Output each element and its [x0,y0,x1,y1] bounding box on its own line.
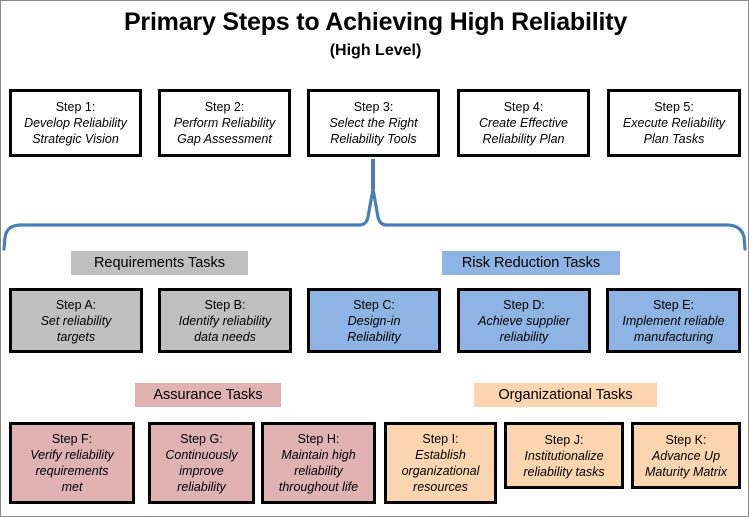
step-box-j-label: Step J: [544,432,584,447]
step-box-a-line-1: Set reliability [40,313,112,328]
brace-connector [2,159,747,251]
step-box-k-line-1: Advance Up [651,448,721,463]
step-box-i-line-1: Establish [415,448,466,462]
step-box-h[interactable]: Step H: Maintain high reliability throug… [261,422,376,504]
step-box-c-line-2: Reliability [347,329,401,344]
step-box-f[interactable]: Step F: Verify reliability requirements … [9,422,135,504]
step-box-3-line-2: Reliability Tools [330,132,417,146]
step-box-4-line-2: Reliability Plan [482,132,565,146]
step-box-4-line-1: Create Effective [479,116,568,130]
step-box-d-line-1: Achieve supplier [478,313,570,328]
category-label-assurance-tasks: Assurance Tasks [135,383,281,407]
step-box-h-line-1: Maintain high [281,448,356,462]
step-box-b-line-1: Identify reliability [178,313,272,328]
step-box-2-line-2: Gap Assessment [177,132,272,146]
step-box-e-line-1: Implement reliable [622,313,725,328]
step-box-a[interactable]: Step A: Set reliability targets [9,288,143,353]
category-label-assurance-tasks-text: Assurance Tasks [153,387,263,403]
step-box-g-line-1: Continuously [165,448,238,462]
step-box-g[interactable]: Step G: Continuously improve reliability [148,422,255,504]
step-box-f-line-3: met [61,480,83,494]
category-label-organizational-tasks-text: Organizational Tasks [498,387,633,403]
step-box-d[interactable]: Step D: Achieve supplier reliability [457,288,591,353]
step-box-f-label: Step F: [51,432,93,446]
step-box-b[interactable]: Step B: Identify reliability data needs [158,288,292,353]
step-box-5[interactable]: Step 5: Execute Reliability Plan Tasks [607,89,741,157]
step-box-j-line-2: reliability tasks [523,464,605,479]
step-box-e[interactable]: Step E: Implement reliable manufacturing [606,288,741,353]
step-box-h-label: Step H: [297,432,340,446]
step-box-i-line-3: resources [413,480,468,494]
step-box-3-line-1: Select the Right [329,116,418,130]
step-box-4[interactable]: Step 4: Create Effective Reliability Pla… [457,89,590,157]
step-box-c[interactable]: Step C: Design-in Reliability [307,288,441,353]
step-box-a-line-2: targets [56,329,96,344]
step-box-1-line-2: Strategic Vision [32,132,119,146]
category-label-requirements-tasks: Requirements Tasks [71,251,248,275]
step-box-2-label: Step 2: [204,100,245,114]
step-box-i-label: Step I: [422,432,459,446]
step-box-1[interactable]: Step 1: Develop Reliability Strategic Vi… [9,89,142,157]
step-box-4-label: Step 4: [503,100,544,114]
step-box-1-line-1: Develop Reliability [24,116,127,130]
step-box-f-line-1: Verify reliability [30,448,114,462]
step-box-k[interactable]: Step K: Advance Up Maturity Matrix [631,422,741,489]
step-box-e-line-2: manufacturing [633,329,714,344]
category-label-organizational-tasks: Organizational Tasks [474,383,657,407]
step-box-h-line-2: reliability [294,464,343,478]
step-box-e-label: Step E: [653,297,694,312]
step-box-d-line-2: reliability [499,329,549,344]
step-box-5-line-1: Execute Reliability [622,116,726,130]
category-label-risk-reduction-tasks-text: Risk Reduction Tasks [461,255,601,271]
step-box-3-label: Step 3: [353,100,394,114]
step-box-c-line-1: Design-in [347,313,401,328]
step-box-b-line-2: data needs [194,329,256,344]
step-box-k-line-2: Maturity Matrix [645,464,727,479]
step-box-f-line-2: requirements [35,464,109,478]
step-box-i[interactable]: Step I: Establish organizational resourc… [384,422,497,504]
step-box-2[interactable]: Step 2: Perform Reliability Gap Assessme… [158,89,291,157]
step-box-b-label: Step B: [204,297,246,312]
page-title: Primary Steps to Achieving High Reliabil… [123,8,628,36]
step-box-a-label: Step A: [55,297,97,312]
step-box-h-line-3: throughout life [278,480,359,494]
step-box-g-label: Step G: [180,432,223,446]
step-box-g-line-3: reliability [177,480,226,494]
step-box-3[interactable]: Step 3: Select the Right Reliability Too… [307,89,440,157]
step-box-2-line-1: Perform Reliability [173,116,276,130]
category-label-risk-reduction-tasks: Risk Reduction Tasks [442,251,620,275]
step-box-g-line-2: improve [179,464,224,478]
step-box-k-label: Step K: [665,432,707,447]
step-box-5-label: Step 5: [654,100,694,114]
page-subtitle: (High Level) [329,42,422,59]
step-box-i-line-2: organizational [401,464,480,478]
step-box-c-label: Step C: [353,297,395,312]
category-label-requirements-tasks-text: Requirements Tasks [93,255,226,271]
step-box-d-label: Step D: [503,297,545,312]
step-box-j[interactable]: Step J: Institutionalize reliability tas… [504,422,624,489]
step-box-j-line-1: Institutionalize [524,448,604,463]
step-box-5-line-2: Plan Tasks [643,132,705,146]
step-box-1-label: Step 1: [55,100,96,114]
